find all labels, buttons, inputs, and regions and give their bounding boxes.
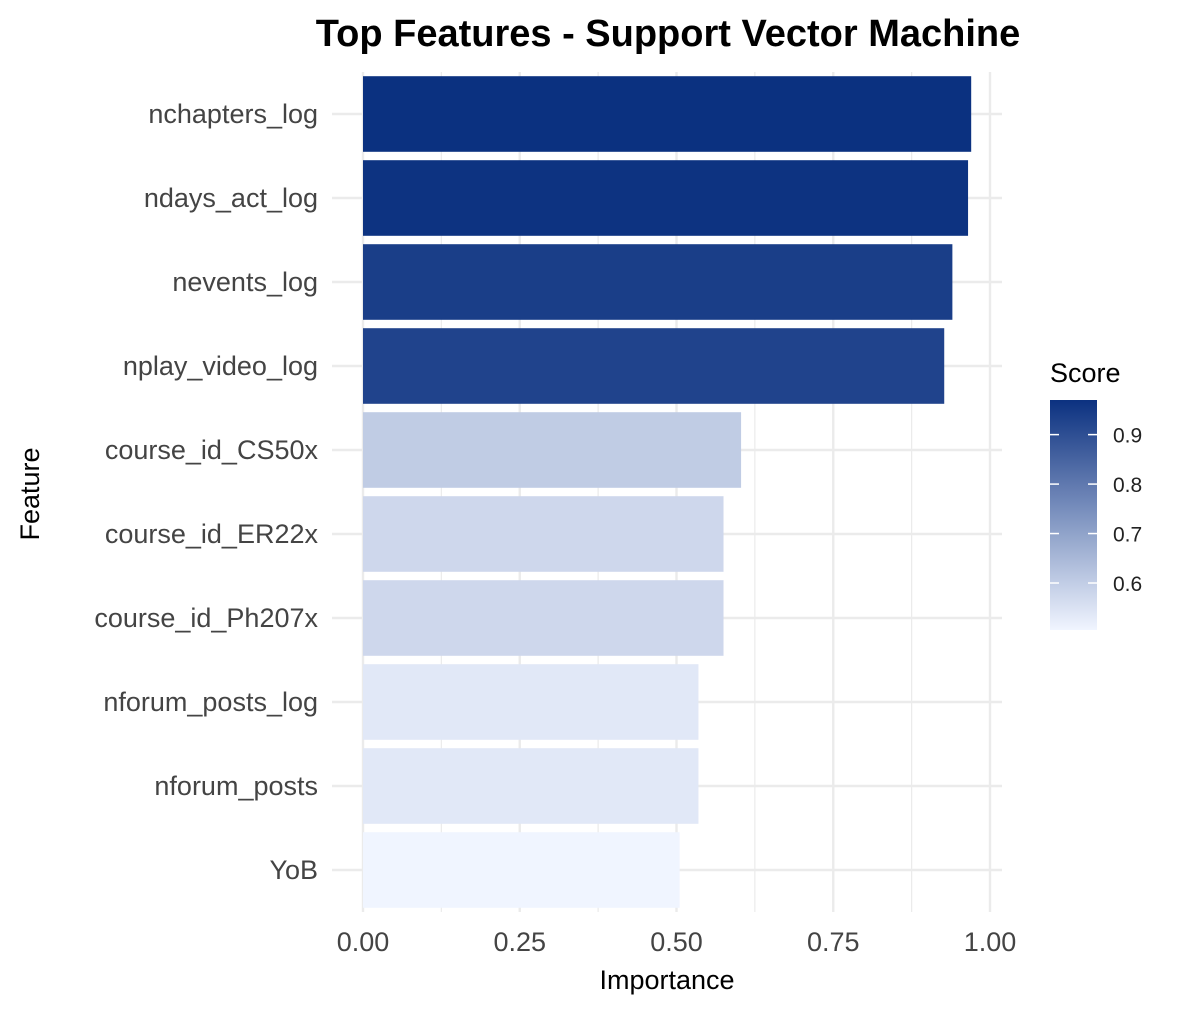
y-axis-title: Feature xyxy=(15,447,45,540)
category-label: ndays_act_log xyxy=(144,183,318,213)
legend-tick-label: 0.8 xyxy=(1113,474,1142,497)
bar-nchapters_log xyxy=(363,76,972,152)
category-label: course_id_CS50x xyxy=(105,435,319,465)
legend-ticks: 0.9 0.8 0.7 0.6 xyxy=(1050,425,1142,596)
bar-nforum_posts_log xyxy=(363,664,699,740)
category-label: nforum_posts_log xyxy=(103,687,318,717)
bar-course_id_CS50x xyxy=(363,412,742,488)
bar-course_id_Ph207x xyxy=(363,580,724,656)
legend-tick-label: 0.7 xyxy=(1113,524,1142,547)
category-label: YoB xyxy=(269,855,318,885)
category-label: nchapters_log xyxy=(148,99,318,129)
x-tick-label: 0.50 xyxy=(650,927,703,957)
category-label: course_id_ER22x xyxy=(105,519,319,549)
x-tick-label: 0.25 xyxy=(493,927,546,957)
bar-ndays_act_log xyxy=(363,160,969,236)
category-label: nforum_posts xyxy=(154,771,318,801)
x-axis-title: Importance xyxy=(599,965,734,995)
bar-nplay_video_log xyxy=(363,328,945,404)
legend-colorbar xyxy=(1050,400,1097,630)
x-tick-label: 1.00 xyxy=(964,927,1017,957)
x-tick-labels: 0.00 0.25 0.50 0.75 1.00 xyxy=(337,927,1017,957)
category-label: course_id_Ph207x xyxy=(94,603,318,633)
category-labels: nchapters_log ndays_act_log nevents_lognpl… xyxy=(94,99,318,885)
category-label: nevents_log xyxy=(172,267,318,297)
bar-nevents_log xyxy=(363,244,953,320)
bars xyxy=(363,76,972,908)
bar-course_id_ER22x xyxy=(363,496,724,572)
legend-tick-label: 0.6 xyxy=(1113,573,1142,596)
legend: Score 0.9 0.8 0.7 0.6 xyxy=(1050,358,1142,630)
x-tick-label: 0.75 xyxy=(807,927,860,957)
bar-YoB xyxy=(363,832,680,908)
legend-tick-label: 0.9 xyxy=(1113,425,1142,448)
bar-nforum_posts xyxy=(363,748,699,824)
x-tick-label: 0.00 xyxy=(337,927,390,957)
chart-title: Top Features - Support Vector Machine xyxy=(316,13,1021,55)
category-label: nplay_video_log xyxy=(123,351,318,381)
legend-title: Score xyxy=(1050,358,1121,388)
